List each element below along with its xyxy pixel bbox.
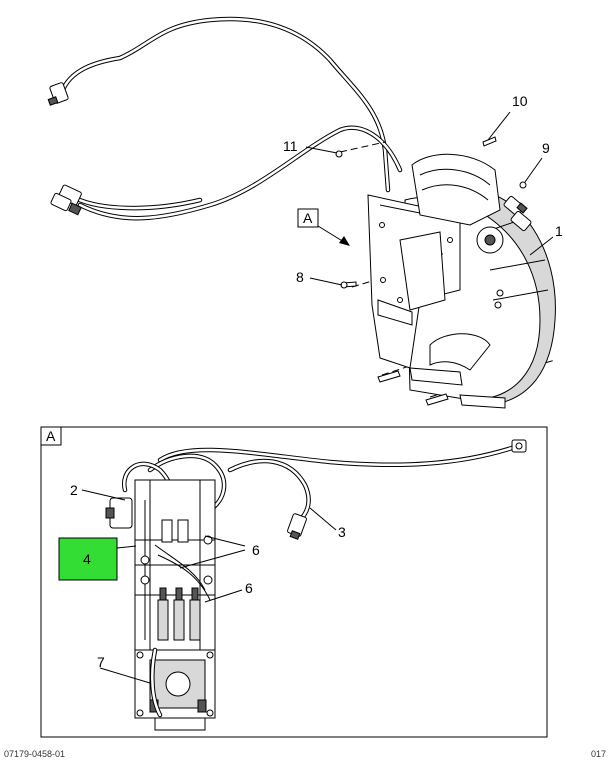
reel-internal-assembly: [105, 439, 527, 731]
callout-2: 2: [70, 482, 78, 498]
drawing-number: 07179-0458-01: [4, 749, 66, 759]
connector-lower-left: [50, 184, 82, 216]
fastener-11: [335, 150, 343, 158]
view-a-reference: A: [297, 208, 350, 246]
callout-11: 11: [283, 138, 298, 154]
leader-7: [99, 667, 151, 684]
callout-8: 8: [296, 269, 304, 285]
leader-6b: [204, 589, 243, 603]
callout-3: 3: [338, 524, 346, 540]
callout-7: 7: [97, 654, 105, 670]
reel-housing-assembly: [367, 153, 556, 409]
callout-10: 10: [512, 93, 528, 109]
callout-6-lower: 6: [245, 580, 253, 596]
view-a-ref-label: A: [303, 210, 313, 226]
leader-10: [487, 111, 511, 141]
callout-6-upper: 6: [252, 542, 260, 558]
mounting-studs: [377, 370, 449, 406]
leader-1: [529, 236, 554, 256]
upper-harness-assembly: [47, 16, 403, 221]
callout-9: 9: [542, 140, 550, 156]
fastener-9: [519, 181, 527, 189]
detail-view-frame: [40, 426, 548, 738]
detail-view-title: A: [46, 428, 56, 444]
connector-upper-left: [47, 82, 69, 106]
leader-2: [81, 489, 126, 501]
detail-view-title-box: [40, 426, 62, 446]
fastener-10: [482, 136, 497, 147]
leader-11: [305, 146, 338, 154]
callout-4: 4: [83, 551, 91, 567]
leader-9: [524, 157, 543, 183]
callout-1: 1: [555, 223, 563, 239]
leader-6a: [204, 535, 246, 547]
highlight-callout-4[interactable]: [58, 537, 118, 581]
leader-3: [309, 507, 337, 531]
leader-4: [116, 545, 137, 549]
leader-6a-b: [179, 549, 246, 569]
screw-8: [340, 281, 357, 289]
alignment-line: [339, 141, 386, 153]
page-code: 017: [590, 749, 606, 759]
leader-8: [309, 277, 343, 286]
